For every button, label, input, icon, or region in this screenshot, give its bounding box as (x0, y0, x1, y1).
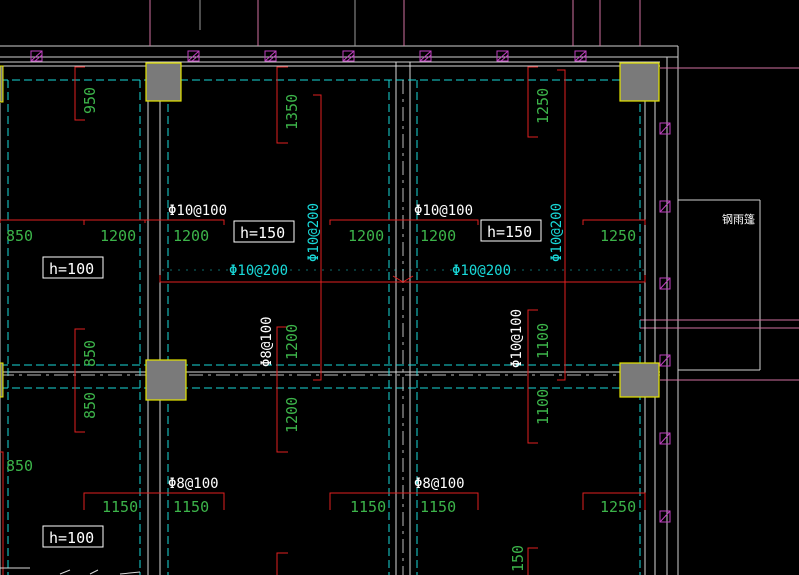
thickness-boxes: h=100 h=150 h=150 h=100 (42, 219, 542, 548)
dim-row2-a: 850 (6, 457, 33, 475)
column-mid-left (145, 359, 187, 401)
rebar-vert-left: Φ10@200 (306, 203, 322, 262)
thickness-left-top: h=100 (49, 260, 94, 278)
beam-lines (0, 62, 660, 575)
columns (145, 62, 660, 401)
dim-row1-d: 1200 (348, 227, 384, 245)
room-label: 钢雨篷 (722, 212, 755, 226)
dim-top-left: 950 (81, 87, 99, 114)
bottom-marks (0, 567, 141, 575)
thickness-mid-right: h=150 (487, 223, 532, 241)
rebar-mid-right: Φ10@200 (452, 263, 511, 279)
rebar-side-right: Φ10@100 (509, 309, 525, 368)
rebar-mid-left: Φ10@200 (229, 263, 288, 279)
dim-mid-a: 850 (81, 340, 99, 367)
thickness-left-bottom: h=100 (49, 529, 94, 547)
dim-row3-e: 1250 (600, 498, 636, 516)
rebar-top-left: Φ10@100 (168, 203, 227, 219)
rebar-lines (0, 66, 646, 575)
thickness-mid-left: h=150 (240, 224, 285, 242)
column-mid-right (619, 362, 660, 398)
dim-row1-f: 1250 (600, 227, 636, 245)
dim-top-mid: 1350 (283, 94, 301, 130)
rebar-bottom-right: Φ8@100 (414, 476, 465, 492)
rebar-labels-white: Φ10@100 Φ10@100 Φ8@100 Φ10@100 Φ8@100 Φ8… (168, 203, 525, 492)
dim-row1-c: 1200 (173, 227, 209, 245)
column-top-right (619, 62, 660, 102)
rebar-vert-right: Φ10@200 (549, 203, 565, 262)
column-top-left (145, 62, 182, 102)
axis-lines-gray (199, 0, 356, 46)
dim-bottom-mid: 150 (509, 545, 527, 572)
dim-row3-c: 1150 (350, 498, 386, 516)
column-left-edge (0, 65, 4, 103)
rebar-top-right: Φ10@100 (414, 203, 473, 219)
dim-low-b: 1200 (283, 397, 301, 433)
dimension-text: 950 1350 1250 850 1200 1200 1200 1200 12… (6, 87, 636, 572)
dim-mid-b: 1200 (283, 324, 301, 360)
frame-lines (0, 45, 761, 575)
dim-row3-d: 1150 (420, 498, 456, 516)
dim-low-a: 850 (81, 392, 99, 419)
dim-row1-e: 1200 (420, 227, 456, 245)
rebar-labels-cyan: Φ10@200 Φ10@200 Φ10@200 Φ10@200 (229, 203, 565, 279)
wall-hatches-right (659, 122, 671, 523)
dim-row1-a: 850 (6, 227, 33, 245)
axis-lines (149, 0, 799, 381)
column-left-edge-2 (0, 362, 4, 398)
dim-row3-a: 1150 (102, 498, 138, 516)
dim-mid-c: 1100 (534, 323, 552, 359)
rebar-bottom-left: Φ8@100 (168, 476, 219, 492)
wall-hatches-top (30, 50, 587, 62)
rebar-side-left: Φ8@100 (259, 316, 275, 367)
dim-low-c: 1100 (534, 389, 552, 425)
dim-row3-b: 1150 (173, 498, 209, 516)
dim-top-right: 1250 (534, 88, 552, 124)
dim-row1-b: 1200 (100, 227, 136, 245)
